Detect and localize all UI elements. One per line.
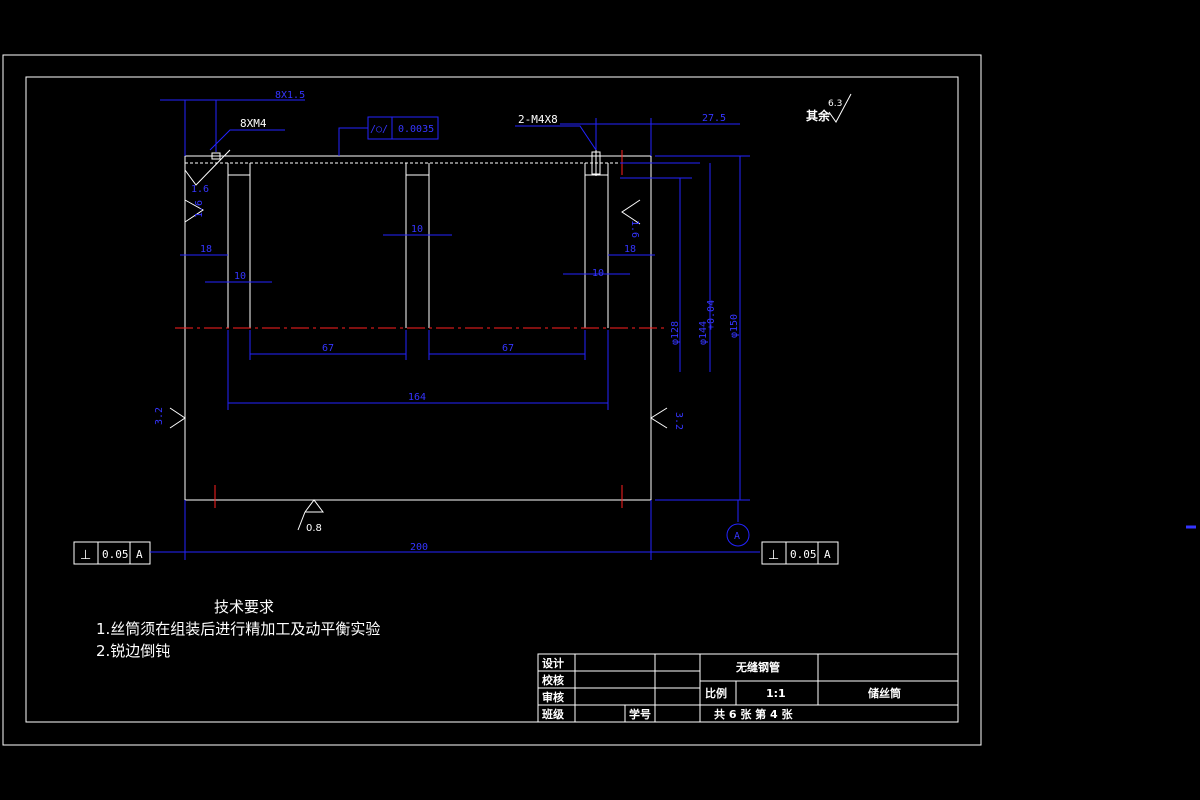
dim-bore-left: 67 [322, 343, 334, 354]
thread-left-callout: 8XM4 [240, 117, 267, 130]
dim-right-offset: 27.5 [702, 113, 726, 124]
dim-bore-right: 67 [502, 343, 514, 354]
roughness-rest-value: 6.3 [828, 99, 842, 109]
dim-dia-groove-tol: +0.04 [706, 300, 717, 330]
roughness-1-6-b: 1.6 [194, 200, 205, 218]
sheet-outer-border [2, 54, 982, 746]
tb-part-name: 储丝筒 [868, 686, 901, 700]
tb-material: 无缝钢管 [735, 660, 780, 674]
tb-design: 设计 [542, 656, 564, 670]
dim-dia-bore: φ128 [670, 321, 681, 345]
perp-datum-left: A [136, 548, 143, 561]
part-outline [184, 150, 652, 501]
dimension-lines [73, 99, 839, 565]
dim-wall-mid: 10 [411, 224, 423, 235]
roughness-rest-label: 其余 [806, 108, 831, 123]
tech-notes-title: 技术要求 [214, 598, 274, 616]
perp-symbol-right: ⊥ [768, 548, 779, 563]
dim-dia-groove: φ144 [698, 321, 709, 345]
tech-note-2: 2.锐边倒钝 [96, 642, 170, 660]
datum-a-label: A [734, 531, 740, 542]
dim-bearing-right: 18 [624, 244, 636, 255]
dimension-texts: 200 164 67 67 18 10 10 10 18 8X1.5 27.5 … [80, 90, 842, 563]
tb-class: 班级 [542, 707, 565, 721]
tb-student-no: 学号 [629, 707, 651, 721]
title-block: 设计 校核 审核 班级 学号 无缝钢管 比例 1:1 储丝筒 共 6 张 第 4… [537, 653, 959, 723]
tech-notes: 技术要求 1.丝筒须在组装后进行精加工及动平衡实验 2.锐边倒钝 [96, 598, 380, 660]
roughness-3-2-right: 3.2 [673, 412, 684, 430]
perp-symbol-left: ⊥ [80, 548, 91, 563]
cylindricity-value: 0.0035 [398, 124, 434, 135]
roughness-symbols [169, 93, 852, 531]
tb-sheet-info: 共 6 张 第 4 张 [714, 707, 793, 721]
dim-dia-outer: φ150 [729, 314, 740, 338]
dim-top-offset: 8X1.5 [275, 90, 305, 101]
tb-scale-label: 比例 [705, 686, 727, 700]
perp-value-right: 0.05 [790, 548, 817, 561]
dim-wall-left: 10 [234, 271, 246, 282]
tb-scale-value: 1:1 [766, 687, 786, 700]
cylindricity-symbol: /○/ [370, 124, 388, 135]
roughness-1-6-a: 1.6 [191, 184, 209, 195]
dim-inner-span: 164 [408, 392, 426, 403]
dim-overall-length: 200 [410, 542, 428, 553]
tb-review: 审核 [542, 690, 564, 704]
dim-bearing-left: 18 [200, 244, 212, 255]
roughness-1-6-c: 1.6 [629, 220, 640, 238]
tech-note-1: 1.丝筒须在组装后进行精加工及动平衡实验 [96, 620, 380, 638]
sheet-inner-border [25, 76, 959, 723]
roughness-3-2-left: 3.2 [154, 407, 165, 425]
perp-datum-right: A [824, 548, 831, 561]
dim-wall-right: 10 [592, 268, 604, 279]
tb-check: 校核 [542, 673, 564, 687]
perp-value-left: 0.05 [102, 548, 129, 561]
roughness-0-8: 0.8 [306, 523, 322, 534]
thread-right-callout: 2-M4X8 [518, 113, 558, 126]
center-line [175, 150, 665, 508]
